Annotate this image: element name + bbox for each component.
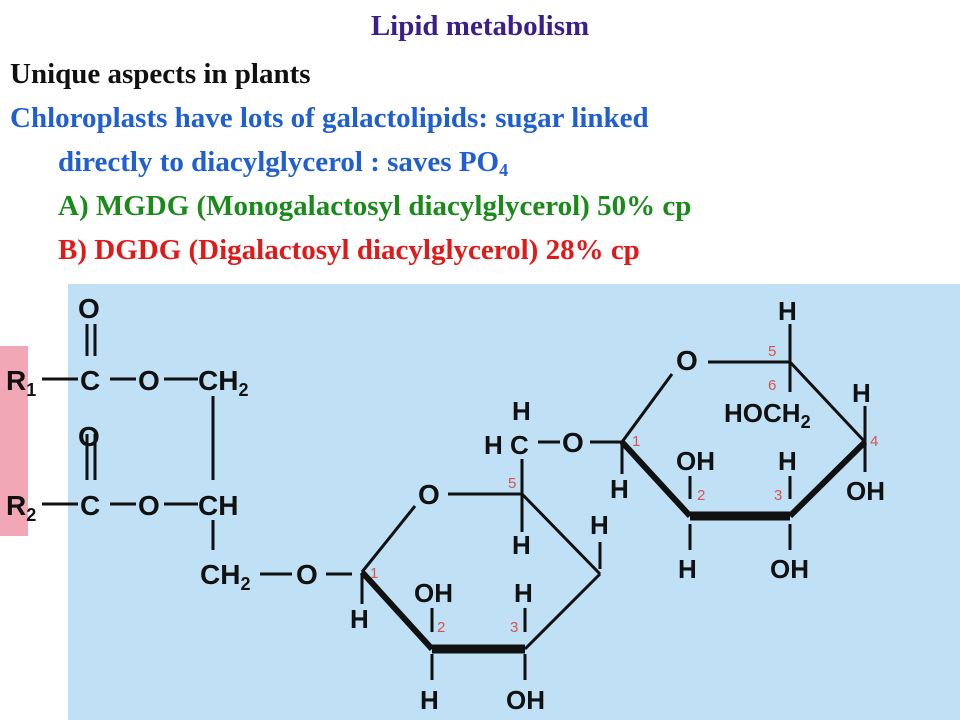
carbon-number-2b: 2 — [697, 487, 705, 504]
ring2-oh-c4: OH — [846, 476, 885, 506]
ring1-oh-c2: OH — [414, 578, 453, 608]
ring1-oxygen: O — [418, 479, 440, 510]
carbon-2: C — [80, 490, 100, 521]
ch2-top: CH2 — [198, 365, 248, 400]
carbon-number-5a: 5 — [508, 475, 516, 492]
ring1-h-c3: H — [514, 578, 533, 608]
ring2-h-c3: H — [778, 446, 797, 476]
carbon-number-3a: 3 — [510, 619, 518, 636]
subtitle-line: Unique aspects in plants — [10, 58, 311, 90]
carbon-1: C — [80, 365, 100, 396]
carbon-number-6b: 6 — [768, 377, 776, 394]
ring1-hc6: H C — [484, 430, 529, 460]
ring2-h-c4: H — [852, 378, 871, 408]
ch-mid: CH — [198, 490, 238, 521]
carbon-number-4b: 4 — [870, 433, 878, 450]
carbon-number-1a: 1 — [370, 565, 378, 582]
carbonyl-oxygen-2: O — [78, 421, 100, 452]
glycosidic-oxygen-1: O — [296, 559, 318, 590]
mgdg-line: A) MGDG (Monogalactosyl diacylglycerol) … — [58, 190, 692, 222]
carbon-number-5b: 5 — [768, 343, 776, 360]
ring1-oh-c3: OH — [506, 685, 545, 715]
glycosidic-oxygen-2: O — [562, 427, 584, 458]
carbon-number-3b: 3 — [774, 487, 782, 504]
ring2-h-c2: H — [678, 554, 697, 584]
r-group-highlight — [0, 346, 28, 536]
ring1-h-c5: H — [512, 530, 531, 560]
saves-po4-text: directly to diacylglycerol : saves PO — [58, 146, 500, 178]
ester-oxygen-2: O — [138, 490, 160, 521]
ester-oxygen-1: O — [138, 365, 160, 396]
ring1-h-c4: H — [590, 510, 609, 540]
carbon-number-1b: 1 — [632, 433, 640, 450]
galactose-ring-2 — [590, 324, 868, 550]
ring1-h-c6: H — [512, 396, 531, 426]
dgdg-line: B) DGDG (Digalactosyl diacylglycerol) 28… — [58, 234, 640, 266]
ch2-bottom: CH2 — [200, 559, 250, 594]
ring2-oxygen: O — [676, 345, 698, 376]
ring2-oh-c2: OH — [676, 446, 715, 476]
slide-title: Lipid metabolism — [370, 10, 590, 42]
galactose-ring-1 — [359, 440, 602, 680]
chloroplast-line: Chloroplasts have lots of galactolipids:… — [10, 102, 649, 134]
ring2-hoch2: HOCH2 — [724, 398, 811, 432]
dgdg-structure-figure: O R1 C O CH2 O R2 C O CH CH2 O O H OH H … — [0, 284, 960, 720]
po4-subscript: 4 — [499, 160, 509, 180]
ring2-h-c1: H — [610, 474, 629, 504]
ring1-h-c1: H — [350, 604, 369, 634]
ring2-oh-c3: OH — [770, 554, 809, 584]
carbon-number-2a: 2 — [437, 619, 445, 636]
carbonyl-oxygen-1: O — [78, 293, 100, 324]
r2-label: R2 — [6, 490, 36, 525]
glycerol-bonds — [42, 324, 352, 576]
ring1-h-c2: H — [420, 685, 439, 715]
ring2-h-c5: H — [778, 296, 797, 326]
saves-po4-line: directly to diacylglycerol : saves PO4 — [58, 146, 508, 181]
r1-label: R1 — [6, 365, 36, 400]
